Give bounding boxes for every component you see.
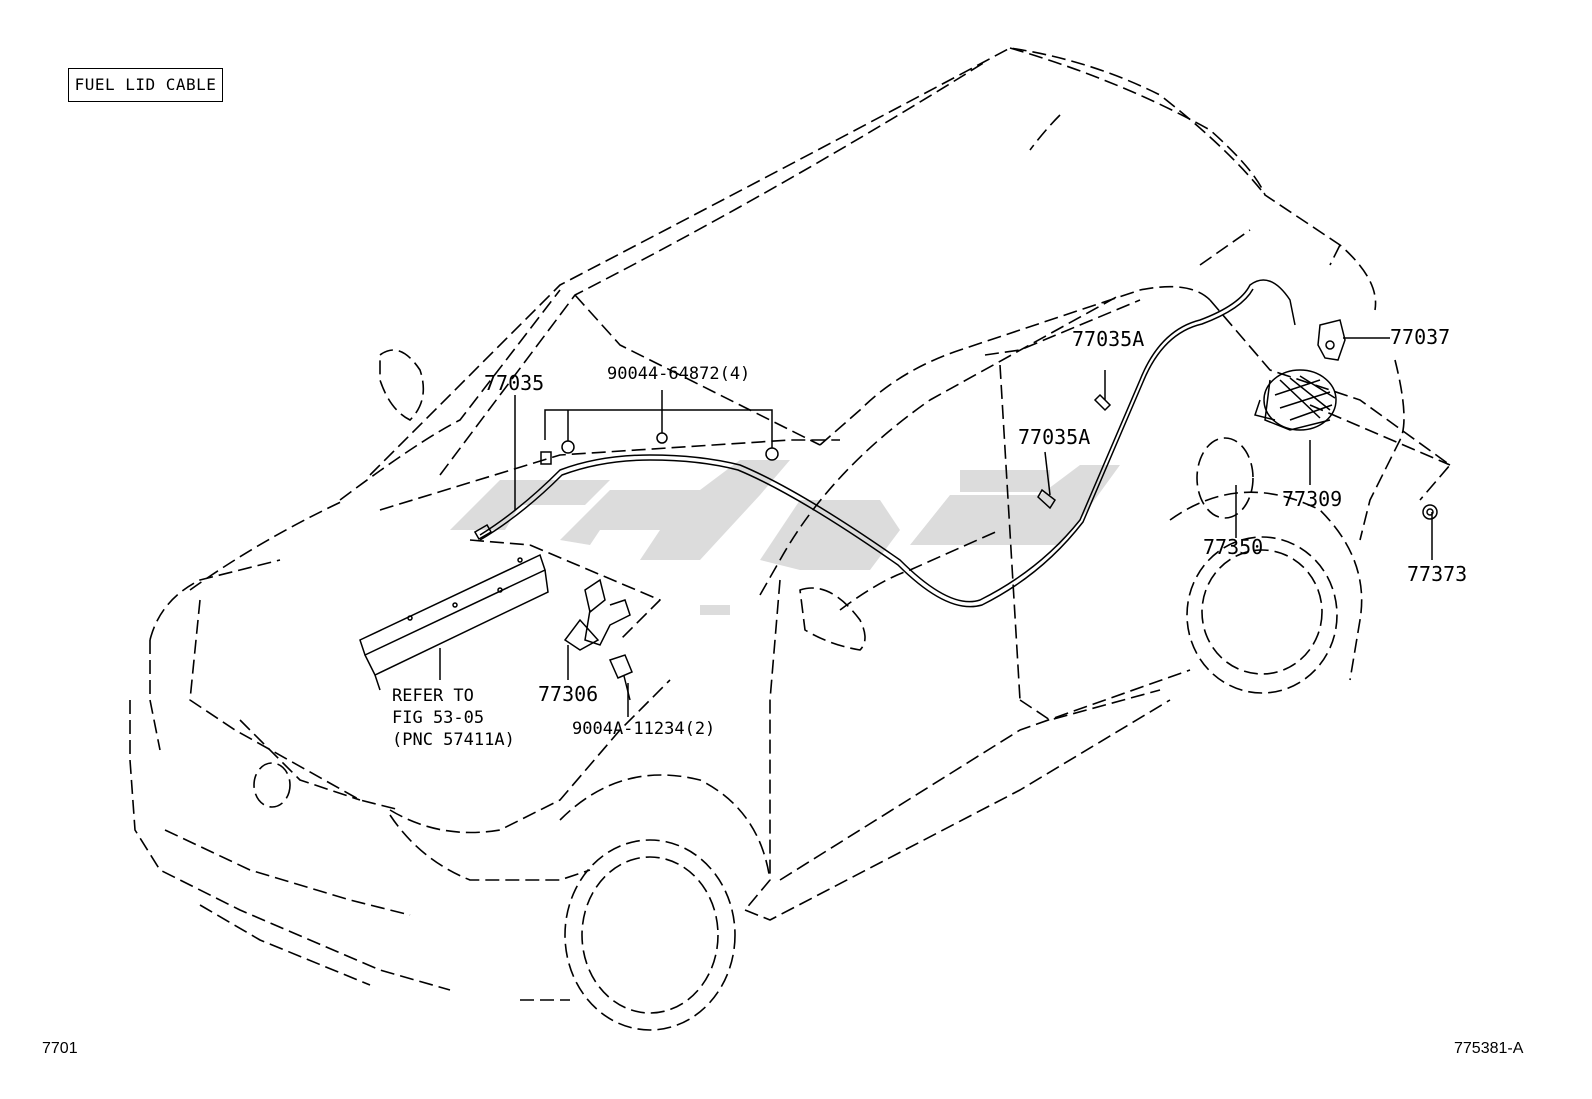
- watermark-logo: [450, 460, 1120, 615]
- part-label-90044-64872: 90044-64872(4): [607, 364, 751, 384]
- part-label-9004a-11234: 9004A-11234(2): [572, 719, 716, 739]
- part-label-77035a-lower: 77035A: [1018, 425, 1091, 449]
- part-label-77350: 77350: [1203, 535, 1264, 559]
- footer-left-code: 7701: [42, 1040, 78, 1057]
- part-label-77037: 77037: [1390, 325, 1451, 349]
- refer-note-line2: FIG 53-05: [392, 708, 485, 728]
- refer-note-line3: (PNC 57411A): [392, 730, 515, 750]
- footer-right-code: 775381-A: [1454, 1040, 1524, 1057]
- vehicle-outline: [129, 47, 1451, 1031]
- solid-details: [359, 279, 1438, 717]
- part-label-77309: 77309: [1282, 487, 1343, 511]
- part-label-77373: 77373: [1407, 562, 1468, 586]
- diagram-title: FUEL LID CABLE: [68, 68, 223, 102]
- part-label-77035: 77035: [484, 371, 545, 395]
- part-label-77035a-upper: 77035A: [1072, 327, 1145, 351]
- refer-note-line1: REFER TO: [392, 686, 474, 706]
- part-label-77306: 77306: [538, 682, 599, 706]
